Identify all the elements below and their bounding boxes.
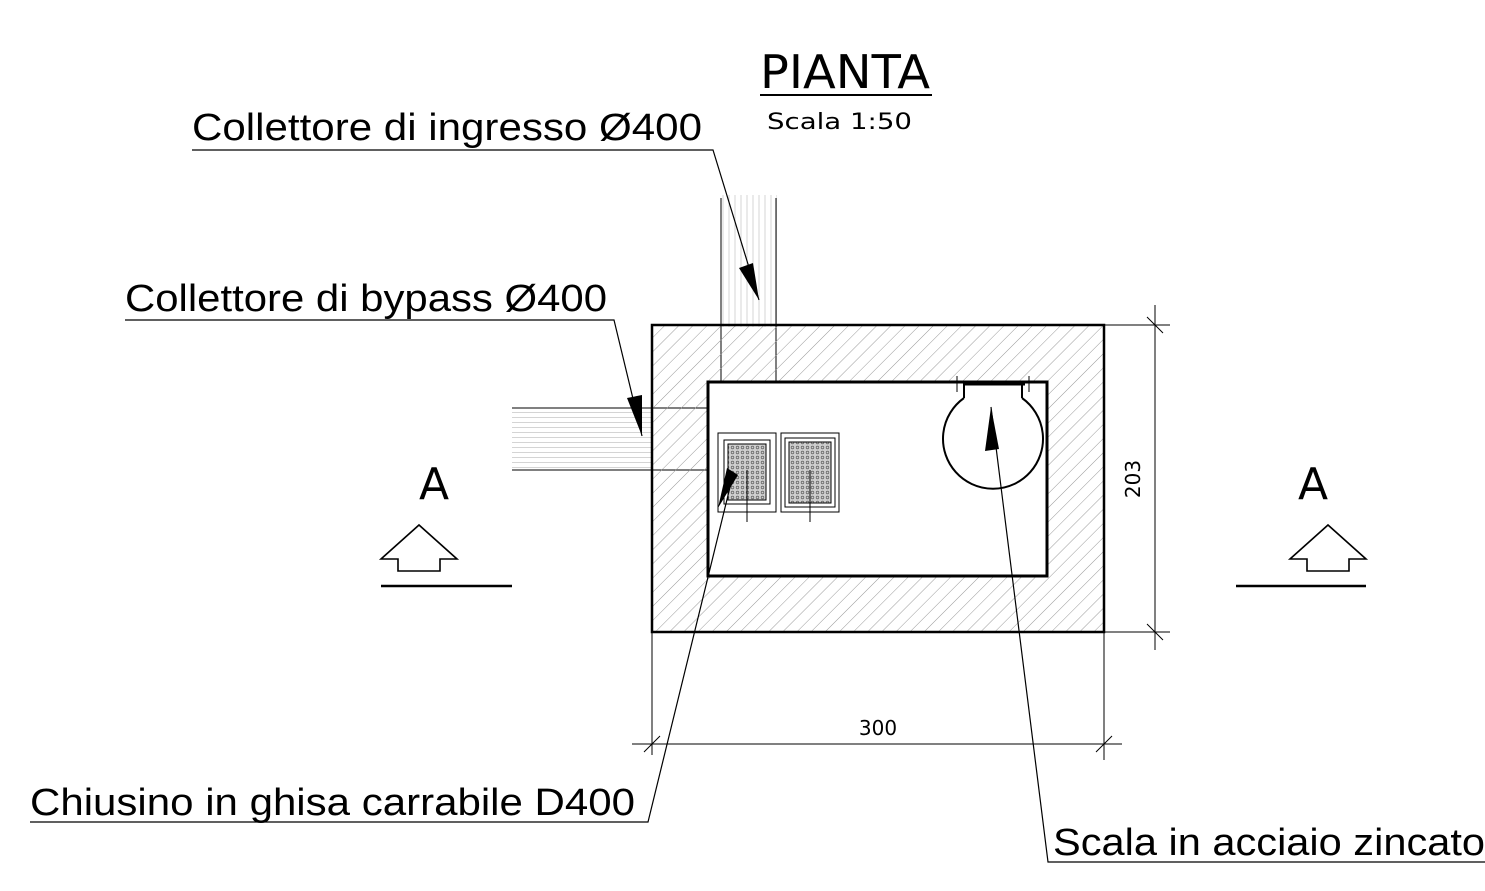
chamber-outer-wall: [650, 323, 1106, 634]
section-letter-right: A: [1298, 459, 1328, 510]
leader-cover: [30, 474, 734, 823]
label-inlet: Collettore di ingresso Ø400: [192, 107, 702, 149]
leader-inlet: [192, 149, 760, 301]
section-arrow-left-icon: [378, 523, 460, 572]
leader-ladder-arrowhead: [985, 407, 999, 451]
bypass-pipe: [512, 408, 652, 470]
leader-inlet-arrowhead: [739, 263, 759, 300]
label-ladder: Scala in acciaio zincato: [1053, 822, 1485, 864]
label-cover: Chiusino in ghisa carrabile D400: [30, 782, 635, 824]
section-marker-right: A: [1236, 459, 1369, 588]
section-letter-left: A: [419, 459, 449, 510]
chamber-wall-hatch: [652, 325, 1104, 632]
dimension-width-value: 300: [859, 716, 897, 740]
leader-ladder: [990, 406, 1485, 863]
section-marker-left: A: [378, 459, 512, 588]
plan-title: PIANTA: [760, 45, 931, 99]
inlet-pipe: [721, 195, 777, 327]
dimension-height: [1104, 305, 1170, 650]
dimension-height-value: 203: [1121, 460, 1145, 498]
dimension-width: [632, 632, 1122, 760]
manhole-cover-2: [780, 432, 840, 522]
label-bypass: Collettore di bypass Ø400: [125, 278, 607, 320]
leader-cover-arrowhead: [718, 468, 738, 508]
scale-text: Scala 1:50: [767, 110, 912, 135]
leader-bypass-arrowhead: [627, 395, 642, 436]
ladder-access: [942, 376, 1044, 490]
section-arrow-right-icon: [1287, 523, 1369, 572]
